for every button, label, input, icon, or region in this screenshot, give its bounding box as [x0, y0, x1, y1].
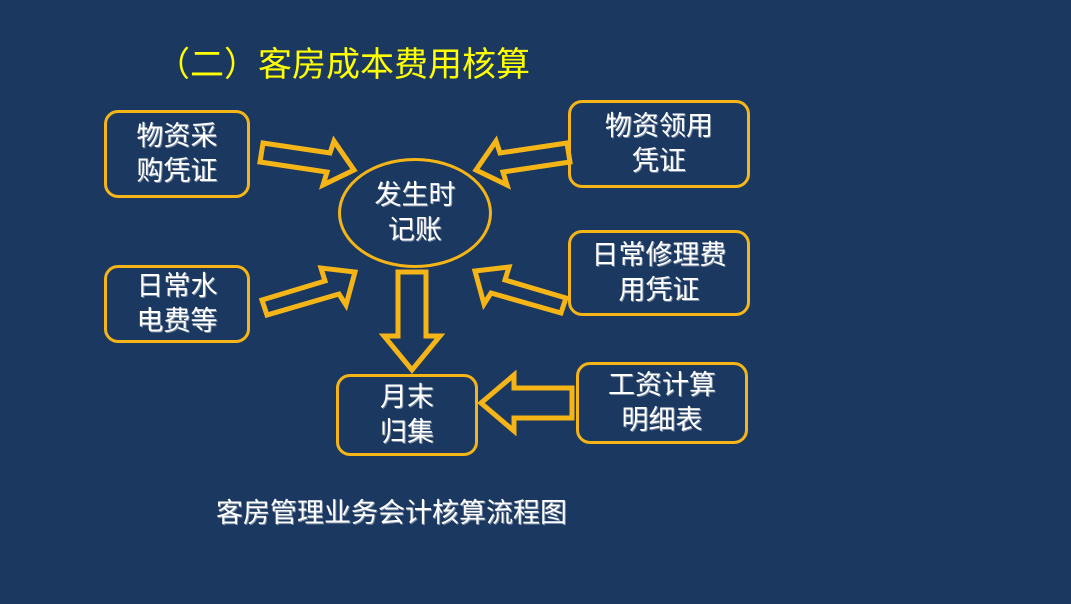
node-repair-expense-voucher[interactable]: 日常修理费 用凭证 [568, 230, 750, 316]
node-purchase-voucher[interactable]: 物资采 购凭证 [104, 110, 250, 198]
node-month-end-collection[interactable]: 月末 归集 [336, 374, 478, 456]
node-payroll-detail-table[interactable]: 工资计算 明细表 [576, 362, 748, 444]
node-record-when-incurred[interactable]: 发生时 记账 [338, 158, 492, 268]
arrow-utilities-to-center [258, 265, 359, 319]
arrow-requisition-to-center [472, 135, 573, 190]
arrow-purchase-to-center [257, 135, 358, 190]
node-utilities-expense[interactable]: 日常水 电费等 [104, 265, 250, 343]
arrow-payroll-to-monthend [477, 369, 575, 437]
page-title: （二）客房成本费用核算 [156, 46, 530, 84]
node-requisition-voucher[interactable]: 物资领用 凭证 [568, 100, 750, 188]
flowchart-caption: 客房管理业务会计核算流程图 [216, 498, 567, 528]
arrow-center-to-monthend [378, 269, 446, 374]
arrow-repair-to-center [471, 264, 570, 317]
